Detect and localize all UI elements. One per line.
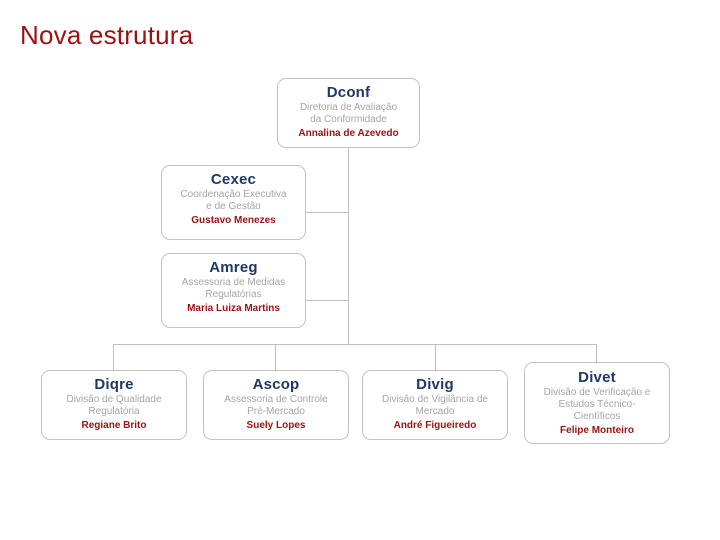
org-node-ascop[interactable]: Ascop Assessoria de Controle Pré-Mercado…: [203, 370, 349, 440]
org-node-person: Maria Luiza Martins: [187, 303, 280, 314]
org-node-description-line3: Científicos: [573, 411, 621, 422]
connector-drop-ascop: [275, 344, 276, 371]
org-node-code: Cexec: [210, 171, 257, 188]
org-node-code: Divet: [578, 369, 616, 386]
org-node-description-line1: Assessoria de Controle: [224, 394, 328, 405]
connector-trunk-vertical: [348, 148, 349, 344]
org-node-code: Ascop: [252, 376, 300, 393]
connector-division-bar: [113, 344, 596, 345]
org-node-divet[interactable]: Divet Divisão de Verificação e Estudos T…: [524, 362, 670, 444]
org-node-description-line2: e de Gestão: [206, 201, 261, 212]
org-node-description-line1: Divisão de Vigilância de: [382, 394, 488, 405]
org-node-divig[interactable]: Divig Divisão de Vigilância de Mercado A…: [362, 370, 508, 440]
org-node-description-line2: Regulatória: [88, 406, 140, 417]
org-node-description-line1: Assessoria de Medidas: [181, 277, 286, 288]
page-title: Nova estrutura: [20, 20, 194, 50]
connector-cexec-branch: [306, 212, 349, 213]
org-node-description-line2: Mercado: [415, 406, 455, 417]
org-node-code: Dconf: [326, 84, 371, 101]
org-node-description-line1: Coordenação Executiva: [180, 189, 287, 200]
org-node-person: Regiane Brito: [81, 420, 147, 431]
org-node-description-line2: Estudos Técnico-: [558, 399, 636, 410]
org-node-dconf[interactable]: Dconf Diretoria de Avaliação da Conformi…: [277, 78, 420, 148]
org-node-person: Suely Lopes: [246, 420, 306, 431]
org-node-person: Felipe Monteiro: [560, 425, 634, 436]
org-node-diqre[interactable]: Diqre Divisão de Qualidade Regulatória R…: [41, 370, 187, 440]
org-node-code: Amreg: [209, 259, 258, 276]
org-node-amreg[interactable]: Amreg Assessoria de Medidas Regulatórias…: [161, 253, 306, 328]
org-node-person: André Figueiredo: [393, 420, 477, 431]
connector-drop-divet: [596, 344, 597, 371]
org-node-cexec[interactable]: Cexec Coordenação Executiva e de Gestão …: [161, 165, 306, 240]
org-node-description-line2: Regulatórias: [205, 289, 262, 300]
org-node-code: Diqre: [94, 376, 134, 393]
connector-drop-diqre: [113, 344, 114, 371]
org-node-description-line1: Divisão de Qualidade: [66, 394, 162, 405]
org-node-description-line1: Divisão de Verificação e: [543, 387, 651, 398]
org-node-person: Annalina de Azevedo: [298, 128, 399, 139]
org-node-description-line2: Pré-Mercado: [247, 406, 305, 417]
org-node-person: Gustavo Menezes: [191, 215, 276, 226]
org-node-code: Divig: [416, 376, 454, 393]
connector-drop-divig: [435, 344, 436, 371]
org-node-description-line2: da Conformidade: [310, 114, 387, 125]
org-node-description-line1: Diretoria de Avaliação: [299, 102, 398, 113]
connector-amreg-branch: [306, 300, 349, 301]
